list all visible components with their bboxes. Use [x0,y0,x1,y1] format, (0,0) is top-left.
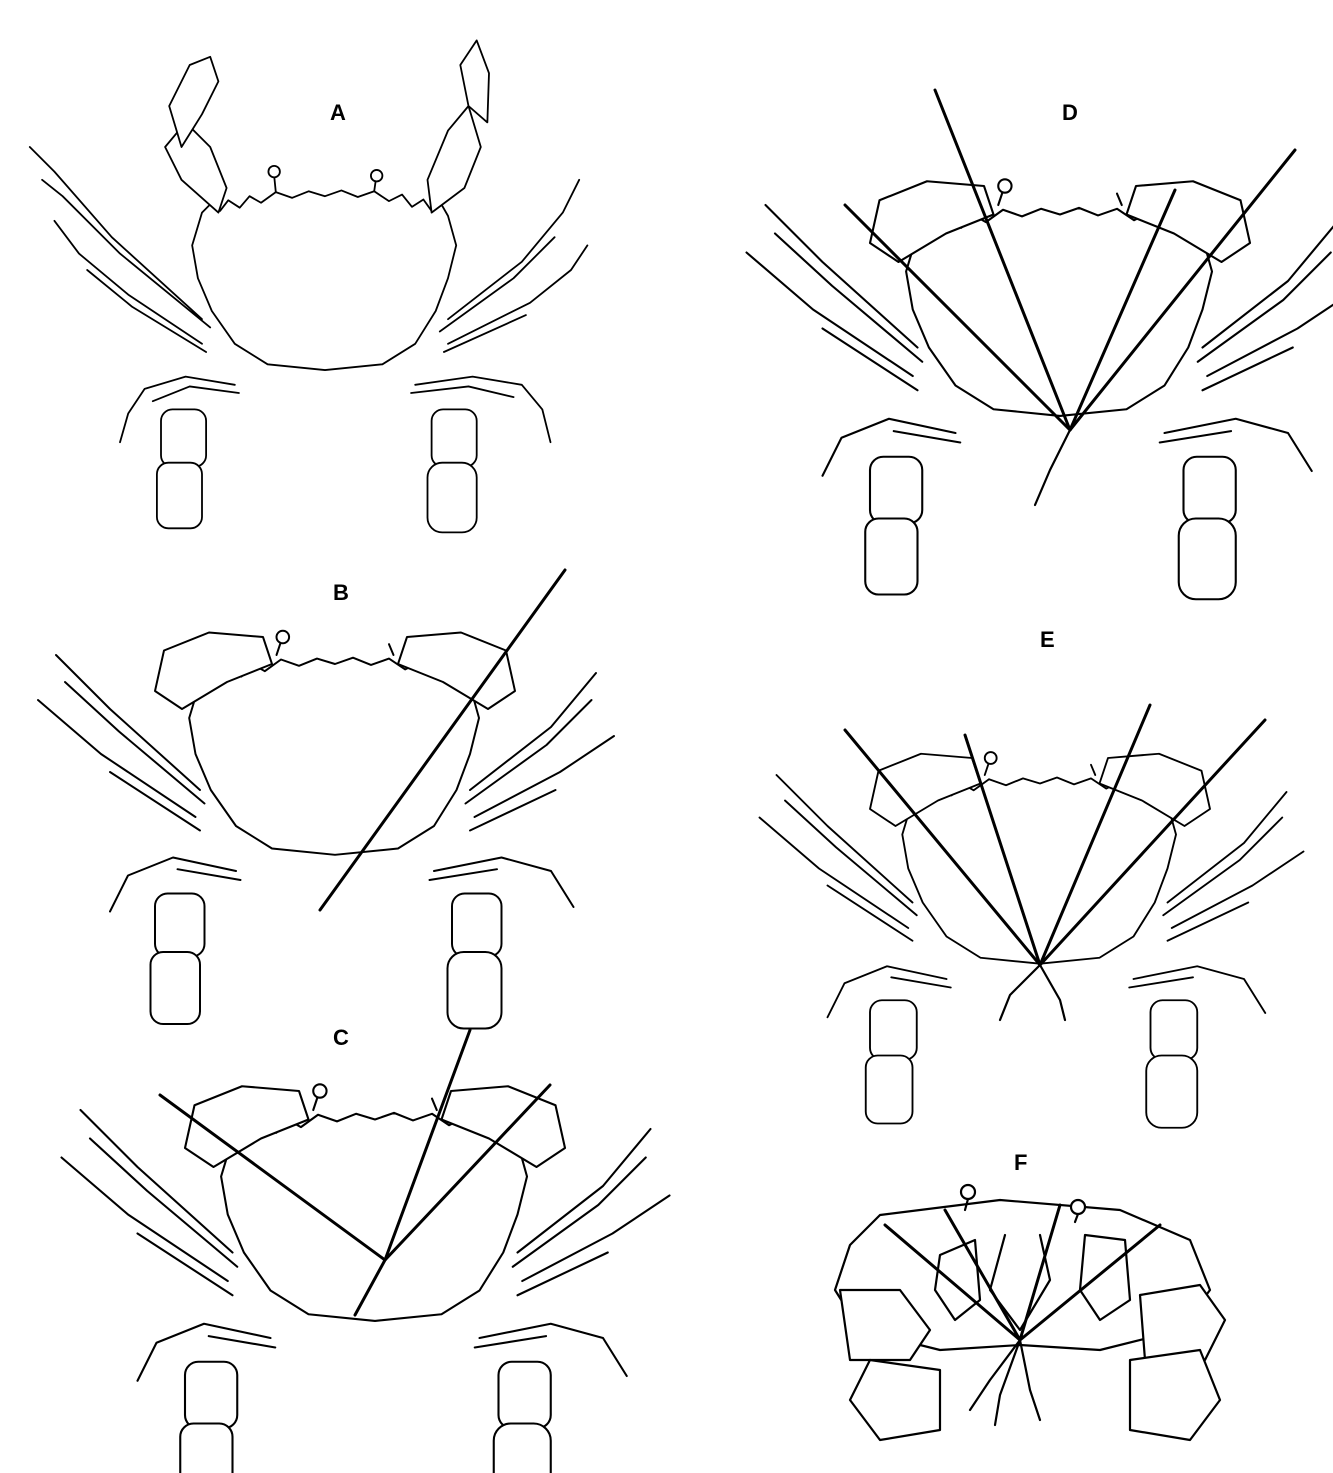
panel-label-a: A [330,100,346,126]
panel-label-e: E [1040,627,1055,653]
crab-drawing-d [747,90,1333,599]
crab-drawing-e [760,705,1304,1128]
panel-label-b: B [333,580,349,606]
panel-label-f: F [1014,1150,1027,1176]
panel-label-d: D [1062,100,1078,126]
crab-drawing-c [61,1030,669,1473]
crab-drawing-b [38,570,614,1029]
panel-label-c: C [333,1025,349,1051]
crab-drawing-a [30,40,588,532]
crab-drawing-f [835,1185,1225,1440]
